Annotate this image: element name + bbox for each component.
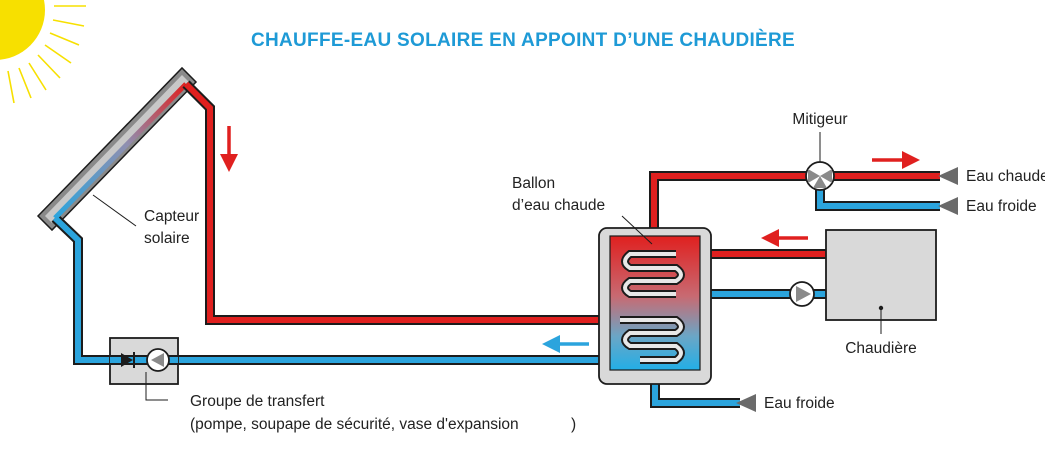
pipe-end-caps <box>736 167 958 412</box>
label-mitigeur: Mitigeur <box>792 111 847 128</box>
boiler <box>825 229 937 321</box>
flow-arrows <box>220 126 920 353</box>
label-ballon-2: d’eau chaude <box>512 197 605 214</box>
arrow-left-cold-icon <box>542 335 589 353</box>
transfer-group <box>109 337 179 401</box>
arrow-left-icon <box>761 229 808 247</box>
label-eau-froide-bottom: Eau froide <box>764 395 835 412</box>
leader-lines <box>92 194 882 334</box>
label-eau-froide-top: Eau froide <box>966 198 1037 215</box>
diagram-title: CHAUFFE-EAU SOLAIRE EN APPOINT D’UNE CHA… <box>251 29 795 51</box>
sun-icon <box>0 0 86 104</box>
collector-pipe <box>53 82 188 220</box>
arrow-down-icon <box>220 126 238 172</box>
label-eau-chaude: Eau chaude <box>966 168 1045 185</box>
label-chaudiere: Chaudière <box>845 340 917 357</box>
solar-collector <box>36 66 198 232</box>
label-groupe-2: (pompe, soupape de sécurité, vase d'expa… <box>190 416 519 433</box>
label-capteur-1: Capteur <box>144 208 199 225</box>
mixing-valve-icon <box>805 132 835 191</box>
label-groupe-close: ) <box>571 416 576 433</box>
label-ballon-1: Ballon <box>512 175 555 192</box>
arrow-right-icon <box>872 151 920 169</box>
hot-water-tank <box>598 227 712 385</box>
boiler-pump-icon <box>789 281 815 307</box>
label-groupe-1: Groupe de transfert <box>190 393 325 410</box>
label-capteur-2: solaire <box>144 230 190 247</box>
